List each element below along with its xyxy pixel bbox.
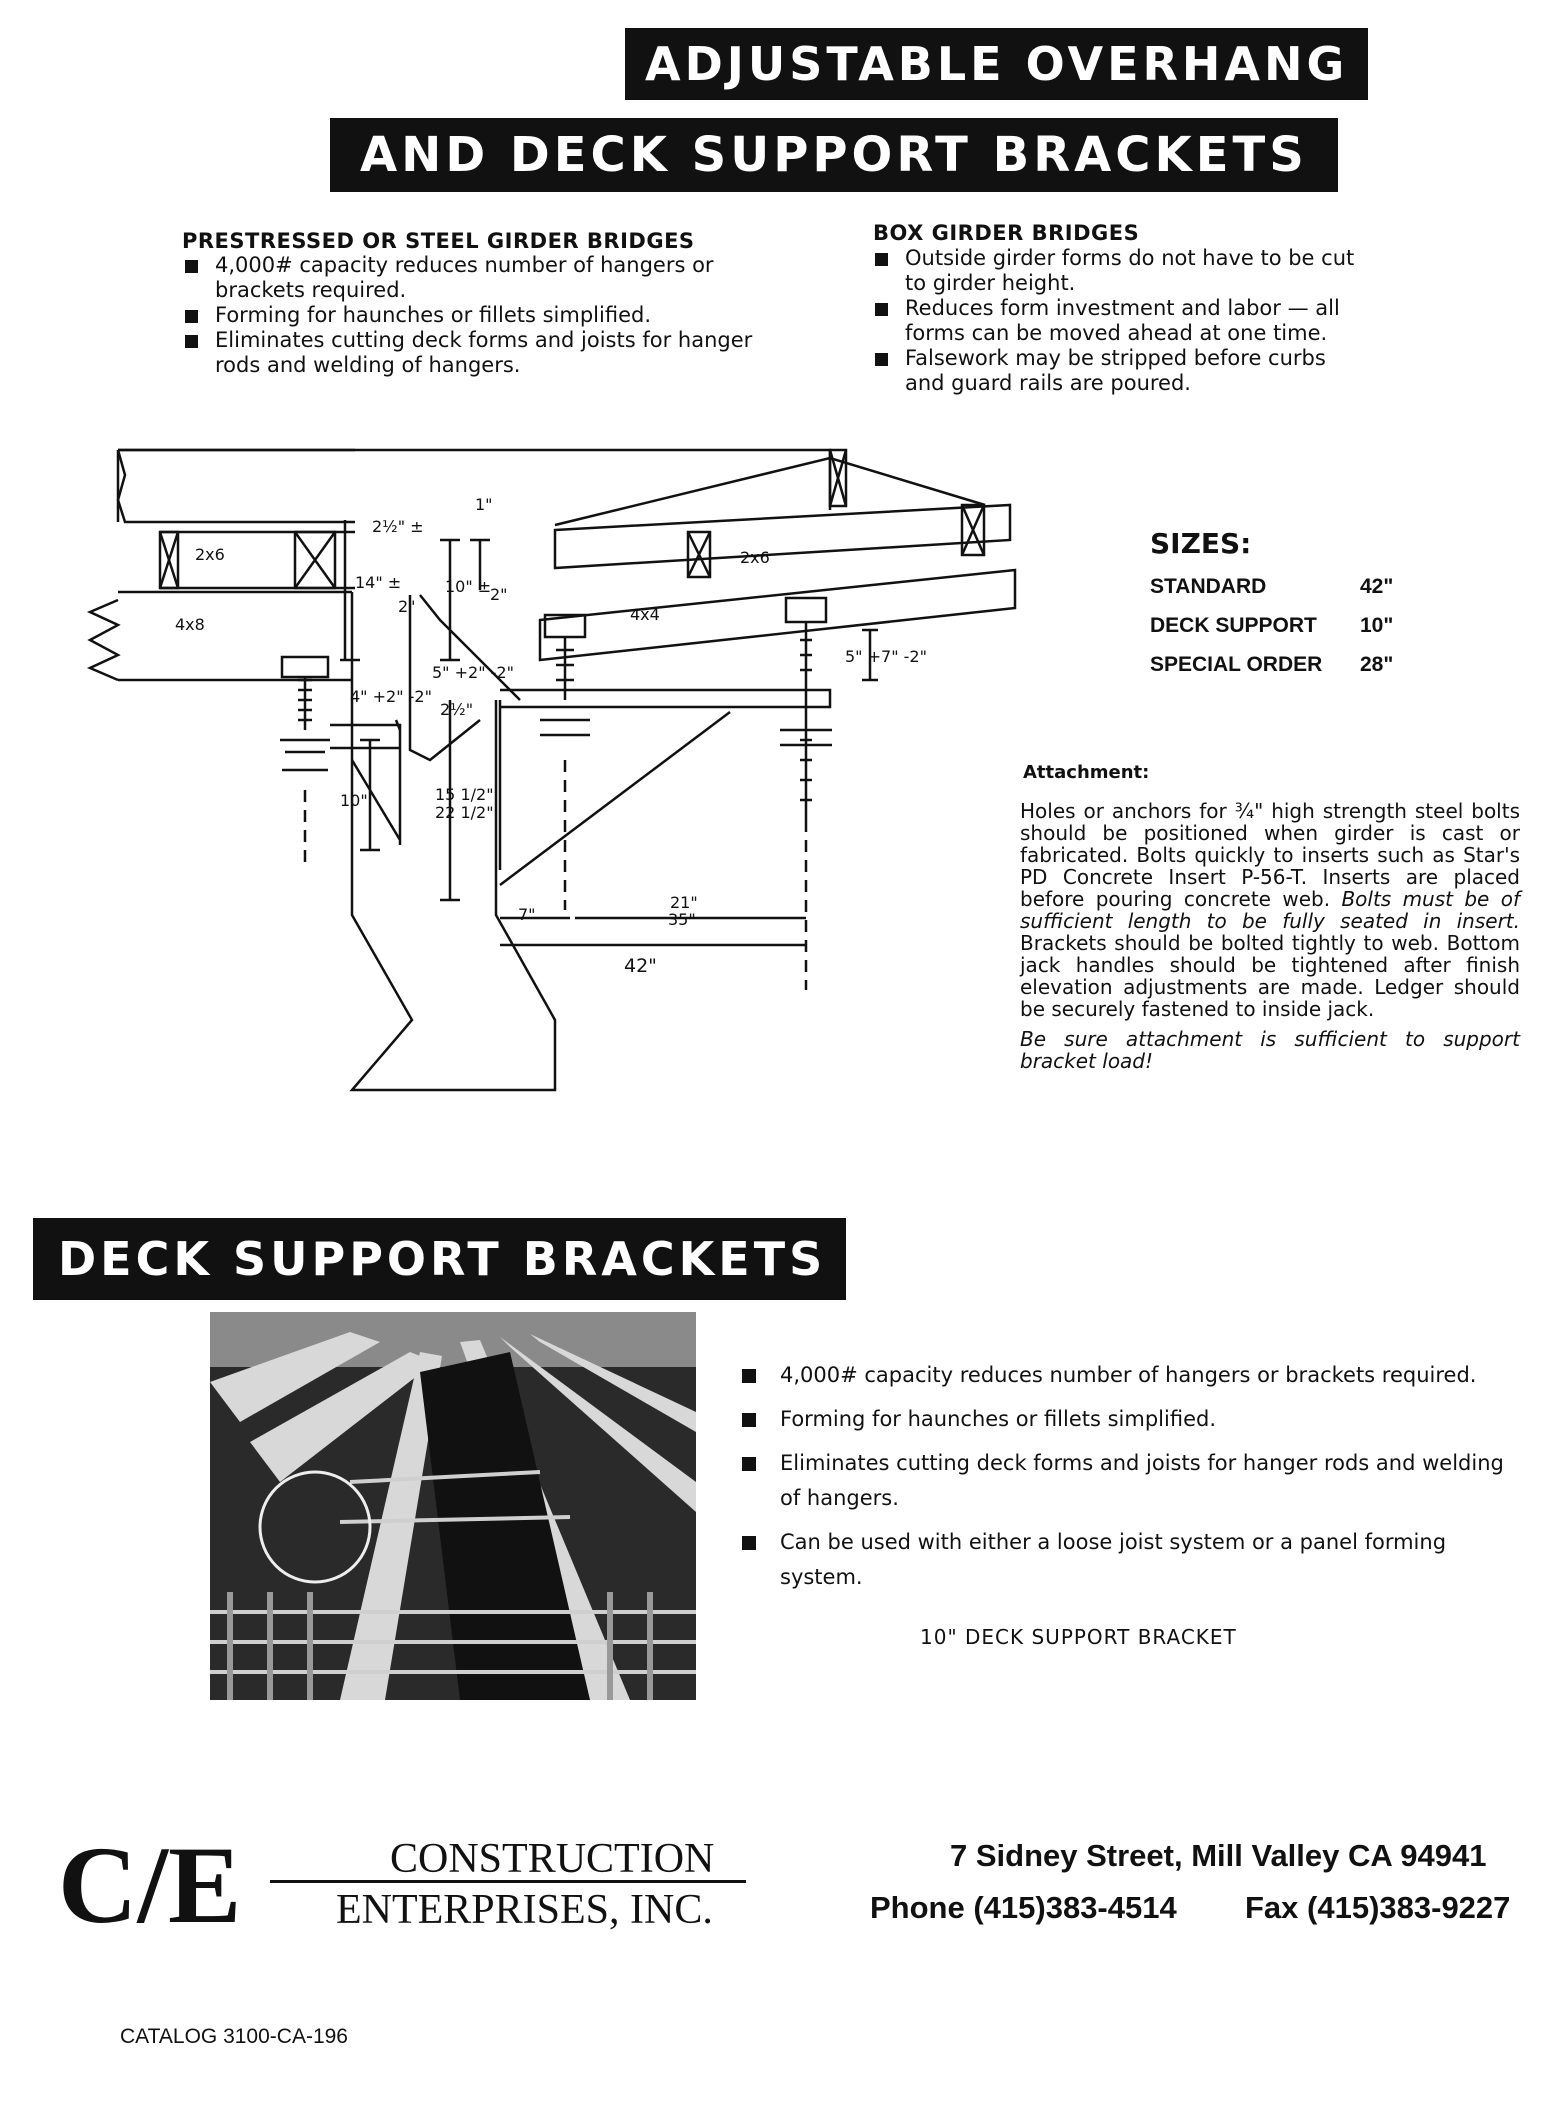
label-2x6-right: 2x6 (740, 548, 770, 567)
label-dim-4: 4" +2" -2" (350, 687, 432, 706)
list-item: 4,000# capacity reduces number of hanger… (183, 253, 773, 303)
sizes-title: SIZES: (1150, 527, 1252, 560)
label-dim-21: 21" (670, 893, 698, 912)
label-4x4: 4x4 (630, 605, 660, 624)
list-item: Can be used with either a loose joist sy… (740, 1525, 1510, 1595)
label-dim-2-5-pm: 2½" ± (372, 517, 424, 536)
prestressed-list: 4,000# capacity reduces number of hanger… (183, 253, 773, 378)
label-dim-5-left: 5" +2" -2" (432, 663, 514, 682)
bracket-diagram: 2x6 2x6 4x8 4x4 1" 2½" ± 14" ± 10" ± 2" … (86, 448, 1017, 1092)
label-dim-7: 7" (518, 905, 536, 924)
company-phone: Phone (415)383-4514 (870, 1890, 1177, 1925)
bullet-square-icon (742, 1457, 756, 1471)
label-dim-1: 1" (475, 495, 493, 514)
list-item: Forming for haunches or fillets simplifi… (183, 303, 773, 328)
label-dim-5-right: 5" +7" -2" (845, 647, 927, 666)
list-item: Outside girder forms do not have to be c… (873, 246, 1368, 296)
deck-section-list: 4,000# capacity reduces number of hanger… (740, 1358, 1510, 1604)
diagram-labels: 2x6 2x6 4x8 4x4 1" 2½" ± 14" ± 10" ± 2" … (175, 495, 927, 977)
list-item: Falsework may be stripped before curbs a… (873, 346, 1368, 396)
company-fax: Fax (415)383-9227 (1245, 1890, 1511, 1925)
list-item: Eliminates cutting deck forms and joists… (183, 328, 773, 378)
company-name-line1: CONSTRUCTION (390, 1836, 715, 1882)
label-dim-10-pm: 10" ± (445, 577, 491, 596)
bullet-square-icon (185, 335, 198, 348)
photo-caption: 10" DECK SUPPORT BRACKET (920, 1625, 1237, 1649)
title-line-2: AND DECK SUPPORT BRACKETS (360, 127, 1308, 183)
bullet-square-icon (742, 1536, 756, 1550)
label-dim-42: 42" (624, 955, 657, 977)
prestressed-heading: PRESTRESSED OR STEEL GIRDER BRIDGES (182, 229, 695, 253)
bullet-square-icon (742, 1413, 756, 1427)
title-banner-1: ADJUSTABLE OVERHANG (625, 28, 1369, 100)
label-dim-10: 10" (340, 791, 368, 810)
label-dim-2-5: 2½" (440, 700, 473, 719)
list-item: 4,000# capacity reduces number of hanger… (740, 1358, 1510, 1393)
attachment-title: Attachment: (1023, 762, 1150, 783)
title-line-1: ADJUSTABLE OVERHANG (645, 37, 1349, 91)
label-4x8: 4x8 (175, 615, 205, 634)
label-dim-14: 14" ± (355, 573, 401, 592)
bullet-square-icon (185, 310, 198, 323)
box-girder-heading: BOX GIRDER BRIDGES (873, 221, 1140, 245)
company-address: 7 Sidney Street, Mill Valley CA 94941 (950, 1838, 1487, 1873)
deck-section-title: DECK SUPPORT BRACKETS (58, 1232, 827, 1286)
list-item: Forming for haunches or fillets simplifi… (740, 1402, 1510, 1437)
label-dim-22: 22 1/2" (435, 803, 494, 822)
label-dim-2-b: 2" (490, 585, 508, 604)
list-item: Reduces form investment and labor — all … (873, 296, 1368, 346)
deck-photo (210, 1312, 696, 1700)
company-logo: C/E (58, 1824, 242, 1946)
title-banner-2: AND DECK SUPPORT BRACKETS (330, 118, 1338, 192)
bullet-square-icon (875, 353, 888, 366)
attachment-note: Be sure attachment is sufficient to supp… (1020, 1027, 1520, 1073)
label-dim-15: 15 1/2" (435, 785, 494, 804)
company-name-line2: ENTERPRISES, INC. (336, 1887, 713, 1933)
deck-section-banner: DECK SUPPORT BRACKETS (33, 1218, 847, 1300)
label-2x6-left: 2x6 (195, 545, 225, 564)
list-item: Eliminates cutting deck forms and joists… (740, 1446, 1510, 1516)
logo-divider (270, 1880, 746, 1883)
bullet-square-icon (742, 1369, 756, 1383)
label-dim-2-a: 2" (398, 597, 416, 616)
label-dim-35: 35" (668, 910, 696, 929)
bullet-square-icon (185, 260, 198, 273)
box-girder-list: Outside girder forms do not have to be c… (873, 246, 1368, 396)
catalog-number: CATALOG 3100-CA-196 (120, 2025, 348, 2048)
bullet-square-icon (875, 303, 888, 316)
attachment-text: Holes or anchors for ¾" high strength st… (1020, 799, 1520, 1073)
bullet-square-icon (875, 253, 888, 266)
